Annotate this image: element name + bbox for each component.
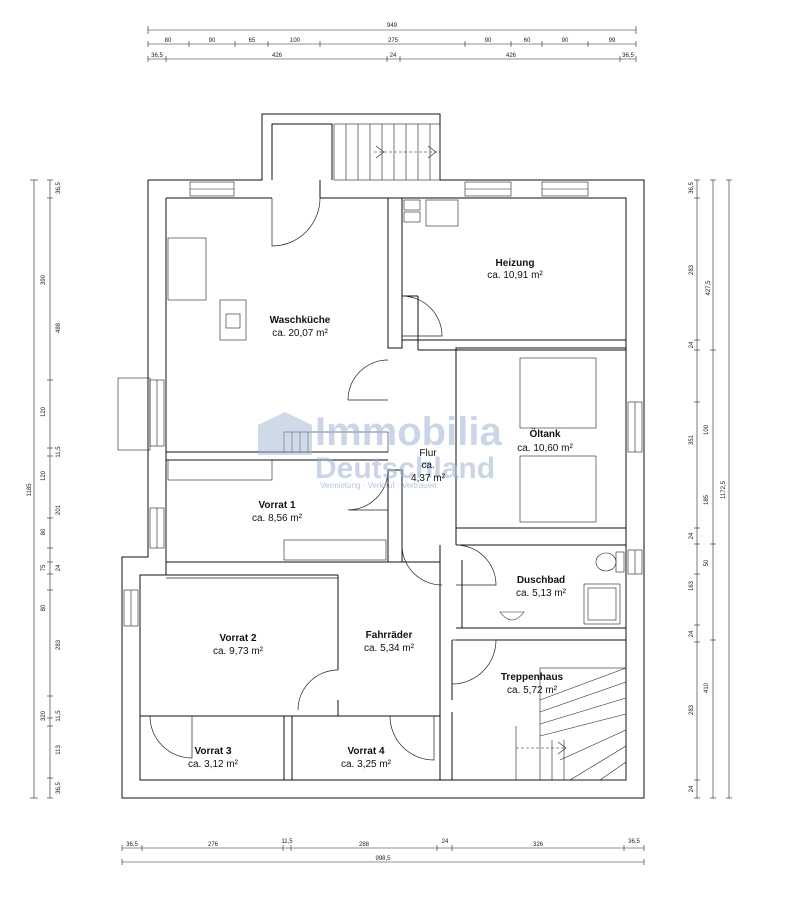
- room-area-flur-line2: 4,37 m²: [411, 473, 446, 484]
- dim-top-r1-0: 80: [165, 38, 172, 44]
- dim-top-total: 949: [387, 23, 398, 29]
- dim-right-9: 283: [689, 704, 695, 715]
- dim-left-5: 120: [41, 470, 47, 481]
- watermark-line1: Immobilia: [315, 410, 502, 454]
- dim-top-r1-7: 90: [562, 38, 569, 44]
- room-name-duschbad: Duschbad: [517, 575, 565, 586]
- room-name-fahrraeder: Fahrräder: [366, 630, 413, 641]
- dim-right-4: 185: [704, 494, 710, 505]
- dim-right-8: 24: [689, 630, 695, 637]
- room-name-flur: Flur: [419, 448, 437, 459]
- dim-top-r1-2: 65: [249, 38, 256, 44]
- watermark-line2: Deutschland: [315, 452, 495, 485]
- dim-right-3: 100: [704, 424, 710, 435]
- dim-right2-1: 351: [689, 434, 695, 445]
- dim-left-13: 11,5: [56, 710, 62, 722]
- doors: [149, 197, 497, 761]
- left-dimensions: 1185 36,5 390 488 120 11,5 120 201 80 75…: [27, 179, 62, 799]
- room-area-flur-line1: ca.: [421, 460, 434, 471]
- dim-right-5: 24: [689, 532, 695, 539]
- dim-bottom-5: 326: [533, 842, 544, 848]
- dim-left-9: 24: [56, 564, 62, 571]
- dim-right-6: 50: [704, 559, 710, 566]
- room-area-vorrat1: ca. 8,56 m²: [252, 513, 303, 524]
- dim-bottom-6: 36,5: [628, 839, 640, 845]
- dim-left-3: 120: [41, 406, 47, 417]
- dim-bottom-total: 998,5: [375, 856, 391, 862]
- room-name-oeltank: Öltank: [529, 427, 561, 440]
- room-area-waschkueche: ca. 20,07 m²: [272, 328, 328, 339]
- dim-top-r1-8: 99: [609, 38, 616, 44]
- dim-left-1: 390: [41, 274, 47, 285]
- room-area-heizung: ca. 10,91 m²: [487, 270, 543, 281]
- dim-top-r1-1: 90: [209, 38, 216, 44]
- room-name-treppenhaus: Treppenhaus: [501, 672, 564, 683]
- dim-bottom-1: 276: [208, 842, 219, 848]
- dim-top-r2-0: 36,5: [151, 53, 163, 59]
- dim-right2-0: 427,5: [706, 280, 712, 296]
- dim-top-r2-3: 426: [506, 53, 517, 59]
- room-name-vorrat3: Vorrat 3: [194, 746, 231, 757]
- room-area-vorrat4: ca. 3,25 m²: [341, 759, 392, 770]
- room-area-oeltank: ca. 10,60 m²: [517, 443, 573, 454]
- room-area-vorrat3: ca. 3,12 m²: [188, 759, 239, 770]
- room-name-vorrat1: Vorrat 1: [258, 500, 295, 511]
- room-area-treppenhaus: ca. 5,72 m²: [507, 685, 558, 696]
- room-area-duschbad: ca. 5,13 m²: [516, 588, 567, 599]
- dim-left-8: 75: [41, 564, 47, 571]
- dim-right-1: 283: [689, 264, 695, 275]
- dim-right-0: 36,5: [689, 182, 695, 194]
- dim-left-10: 80: [41, 604, 47, 611]
- dim-left-15: 36,5: [56, 782, 62, 794]
- dim-top-r2-2: 24: [390, 53, 397, 59]
- dim-left-6: 201: [56, 504, 62, 515]
- dim-right2-2: 1172,5: [721, 480, 727, 499]
- top-dimensions: 949 80 90 65 100 275 90 60 90 99 36,5 42…: [147, 23, 637, 62]
- dim-top-r2-1: 426: [272, 53, 283, 59]
- dim-left-14: 113: [56, 745, 62, 755]
- watermark: Immobilia Deutschland Vermietung · Verka…: [258, 410, 502, 490]
- watermark-tagline: Vermietung · Verkauf · Vertrauen.: [320, 481, 439, 490]
- dim-bottom-3: 288: [359, 842, 370, 848]
- dim-left-4: 11,5: [56, 446, 62, 458]
- dim-top-r1-5: 90: [485, 38, 492, 44]
- dim-left-0: 36,5: [56, 182, 62, 194]
- dim-left-11: 283: [56, 639, 62, 650]
- stairs: [333, 123, 627, 781]
- house-logo-icon: [258, 412, 312, 455]
- fixtures: [167, 199, 625, 625]
- room-labels: Waschküche ca. 20,07 m² Heizung ca. 10,9…: [188, 258, 573, 770]
- dim-right-7: 163: [689, 580, 695, 591]
- dim-bottom-4: 24: [442, 839, 449, 845]
- dim-left-7: 80: [41, 528, 47, 535]
- dim-right-10: 24: [689, 785, 695, 792]
- dim-right-2: 24: [689, 341, 695, 348]
- dim-top-r1-3: 100: [290, 38, 301, 44]
- room-name-vorrat2: Vorrat 2: [219, 633, 256, 644]
- windows: [117, 181, 643, 627]
- room-name-waschkueche: Waschküche: [270, 315, 331, 326]
- room-name-vorrat4: Vorrat 4: [347, 746, 384, 757]
- right-dimensions: 36,5 283 24 100 185 24 50 163 24 283 24 …: [689, 179, 732, 799]
- room-area-fahrraeder: ca. 5,34 m²: [364, 643, 415, 654]
- dim-bottom-0: 36,5: [126, 842, 138, 848]
- dim-right2-3: 410: [704, 682, 710, 693]
- room-area-vorrat2: ca. 9,73 m²: [213, 646, 264, 657]
- room-name-heizung: Heizung: [496, 258, 535, 269]
- dim-top-r1-6: 60: [524, 38, 531, 44]
- bottom-dimensions: 36,5 276 11,5 288 24 326 36,5 998,5: [121, 839, 645, 865]
- dim-left-2: 488: [56, 322, 62, 333]
- dim-left-total: 1185: [27, 483, 33, 497]
- dim-top-r2-4: 36,5: [622, 53, 634, 59]
- dim-top-r1-4: 275: [388, 38, 399, 44]
- dim-left-12: 320: [41, 710, 47, 721]
- dim-bottom-2: 11,5: [281, 839, 293, 845]
